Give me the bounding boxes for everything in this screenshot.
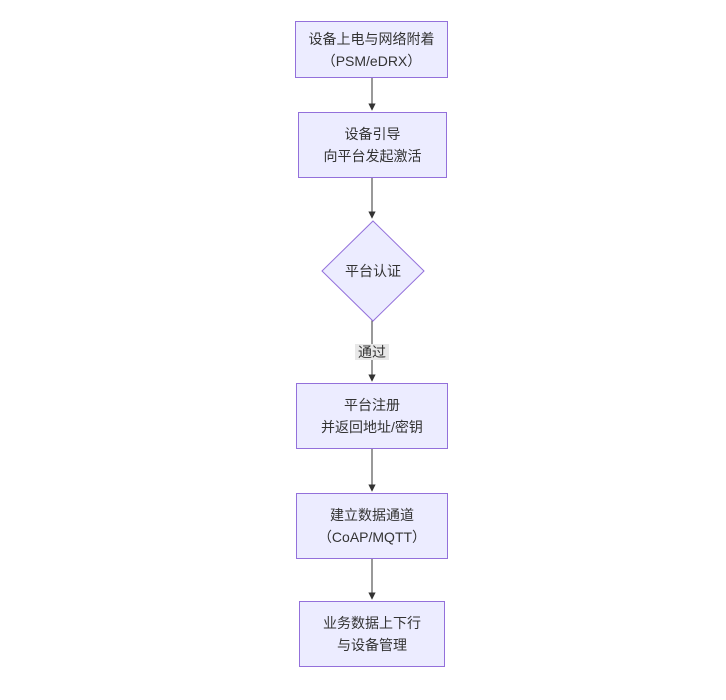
node-label-line: 业务数据上下行 (323, 615, 421, 631)
node-platform-register: 平台注册 并返回地址/密钥 (296, 383, 448, 449)
node-label-line: （CoAP/MQTT） (317, 529, 427, 545)
node-label-line: 并返回地址/密钥 (321, 419, 423, 435)
node-label-line: 设备引导 (344, 126, 401, 142)
node-label-line: （PSM/eDRX） (321, 52, 422, 69)
node-label-line: 与设备管理 (337, 637, 407, 653)
edge-label-pass: 通过 (355, 344, 389, 360)
diamond-polygon (321, 220, 425, 322)
node-label-line: 向平台发起激活 (323, 148, 422, 164)
decision-platform-auth: 平台认证 (321, 220, 425, 322)
node-data-channel: 建立数据通道 （CoAP/MQTT） (296, 493, 448, 559)
node-label-line: 平台注册 (344, 397, 400, 413)
diamond-shape (321, 220, 425, 322)
node-label-line: 建立数据通道 (330, 507, 414, 523)
node-business-data: 业务数据上下行 与设备管理 (299, 601, 445, 667)
node-label-line: 平台认证 (345, 263, 401, 279)
node-power-network-attach: 设备上电与网络附着 （PSM/eDRX） (295, 21, 448, 78)
node-label-line: 设备上电与网络附着 (308, 30, 435, 47)
node-bootstrap-activate: 设备引导 向平台发起激活 (298, 112, 447, 178)
